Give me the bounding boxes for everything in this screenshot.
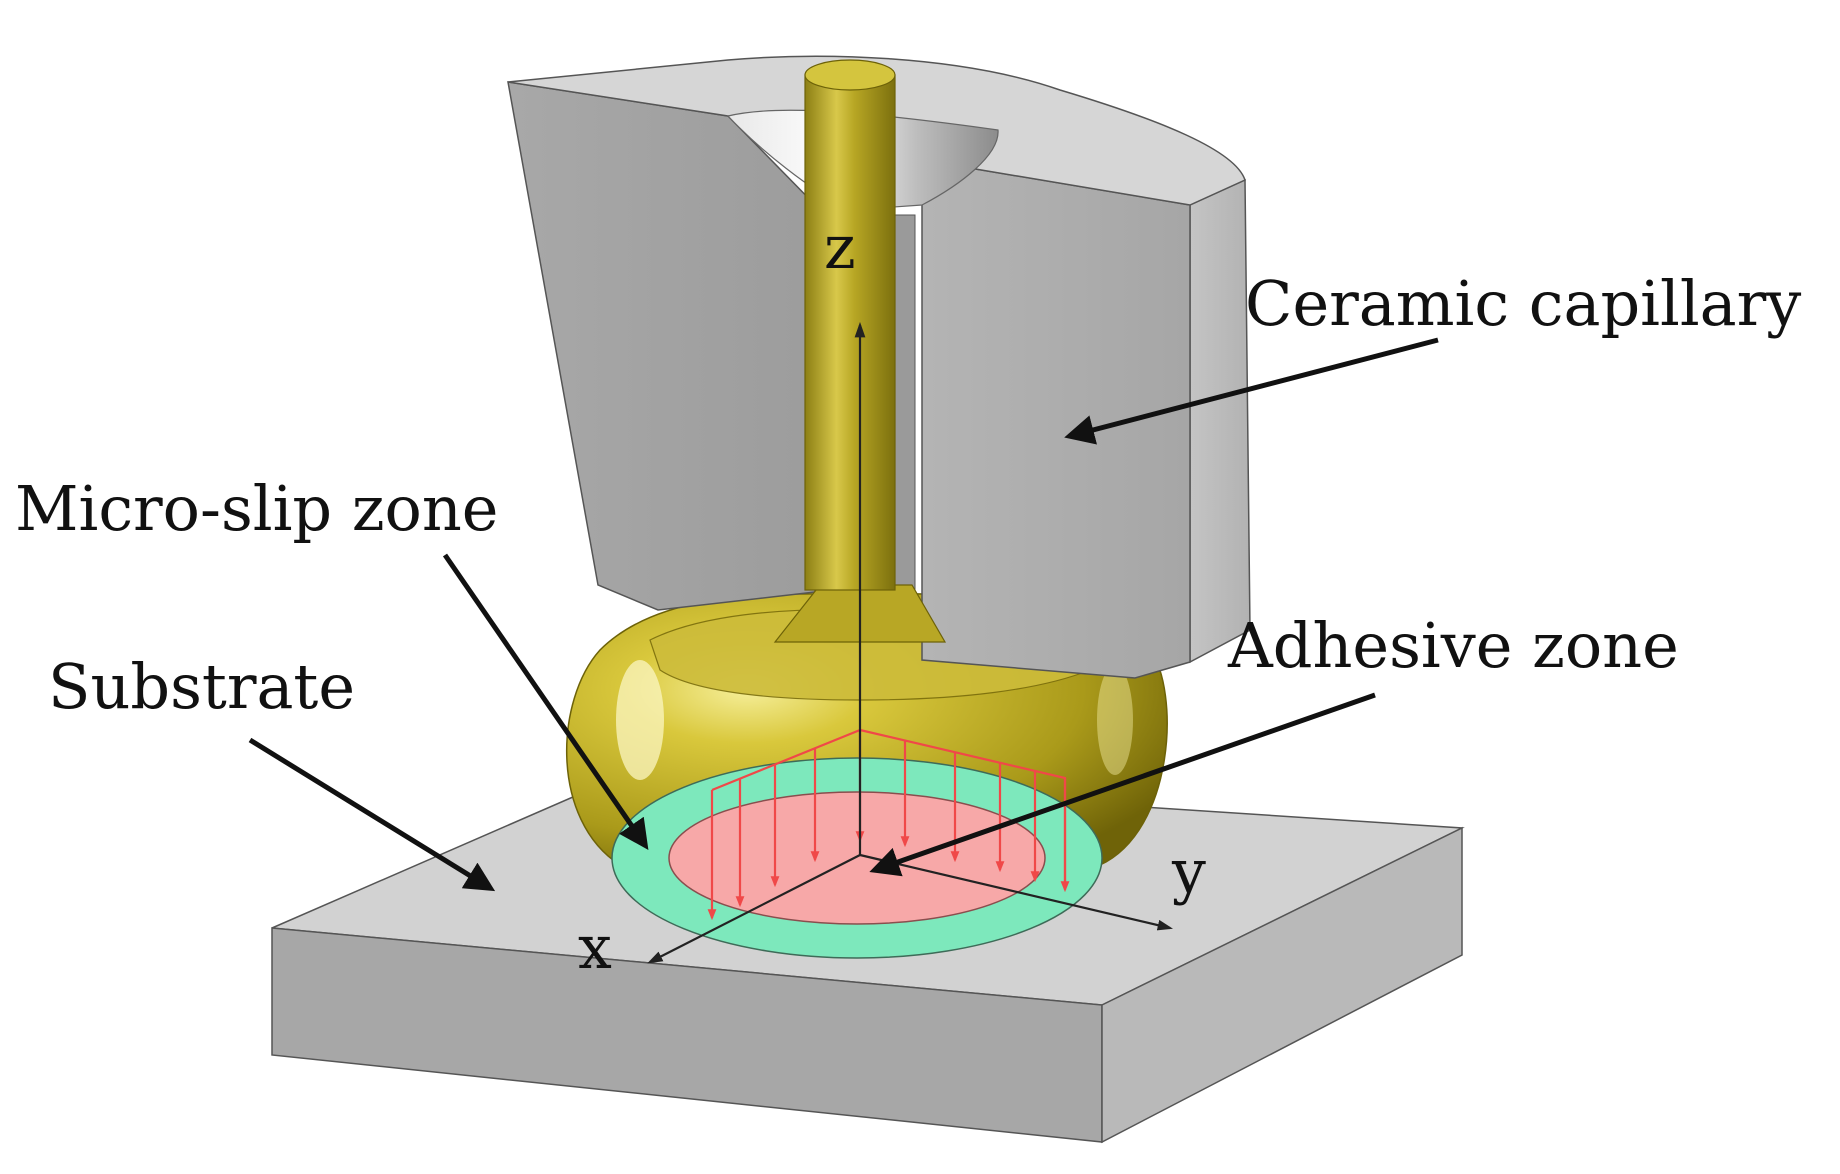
- y-axis-label: y: [1171, 837, 1206, 907]
- pressure-profile-left: [711, 728, 861, 792]
- capillary-right-outer-face: [1189, 178, 1251, 664]
- ceramic-capillary-arrow: [1064, 337, 1439, 445]
- capillary-right-cut-face: [921, 159, 1191, 679]
- gold-wire: [773, 59, 947, 643]
- adhesive-zone-label: Adhesive zone: [1227, 609, 1679, 682]
- substrate-side-face: [1101, 826, 1463, 1144]
- wire-top-cap: [804, 59, 896, 91]
- wire-shaft: [804, 74, 896, 591]
- ceramic-capillary-label: Ceramic capillary: [1245, 267, 1801, 340]
- substrate-arrow: [248, 737, 496, 892]
- micro-slip-zone-label: Micro-slip zone: [15, 472, 498, 545]
- adhesive-zone-arrow: [869, 692, 1376, 877]
- micro-slip-zone-arrow: [442, 553, 649, 850]
- gold-ball-highlight: [616, 660, 664, 780]
- x-axis-label: x: [578, 913, 612, 983]
- y-axis-arrow: [859, 853, 1173, 931]
- substrate-label: Substrate: [48, 650, 355, 723]
- gold-ball-highlight-2: [1097, 665, 1133, 775]
- z-axis-label: z: [824, 213, 856, 283]
- x-axis-arrow: [647, 854, 861, 964]
- coordinate-axes: [647, 321, 1173, 964]
- callout-arrows: [248, 337, 1439, 892]
- contact-zones: [611, 757, 1103, 959]
- adhesive-zone-area: [668, 791, 1046, 925]
